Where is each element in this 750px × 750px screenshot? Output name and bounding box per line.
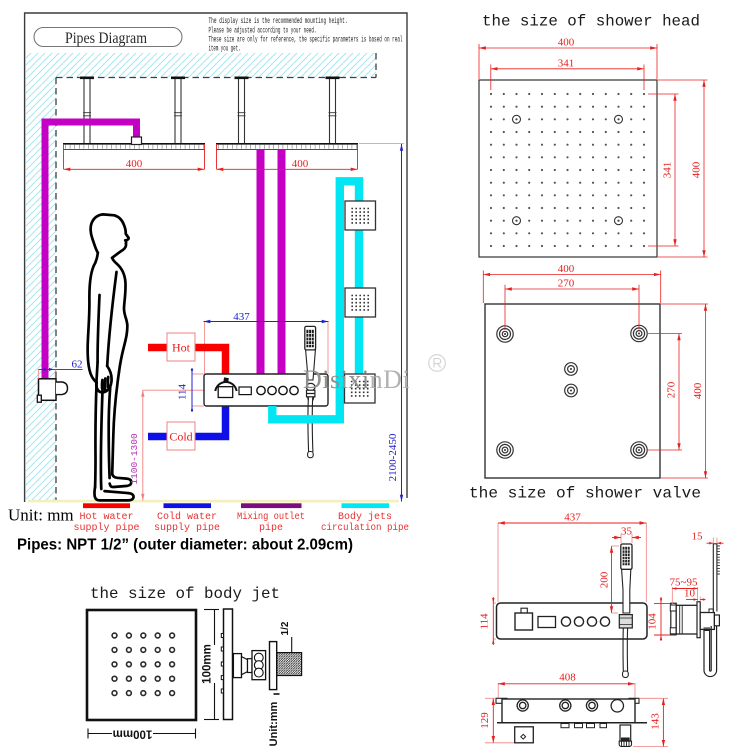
svg-text:35: 35 (621, 526, 633, 538)
svg-text:143: 143 (650, 713, 662, 730)
svg-text:114: 114 (177, 383, 189, 400)
svg-text:the size of body jet: the size of body jet (90, 585, 280, 603)
svg-text:400: 400 (692, 382, 704, 399)
svg-text:114: 114 (479, 613, 491, 630)
svg-text:supply pipe: supply pipe (154, 522, 220, 534)
svg-text:100mm: 100mm (113, 728, 153, 740)
svg-text:the size of shower head: the size of shower head (482, 13, 700, 31)
svg-text:1/2: 1/2 (280, 621, 291, 635)
svg-text:DisixinDi: DisixinDi (303, 365, 410, 394)
svg-text:400: 400 (126, 158, 143, 170)
svg-text:supply pipe: supply pipe (73, 522, 139, 534)
svg-text:circulation pipe: circulation pipe (321, 522, 409, 534)
svg-text:341: 341 (662, 162, 674, 179)
svg-text:Hot: Hot (172, 341, 191, 355)
svg-text:item you get.: item you get. (209, 43, 241, 53)
svg-text:341: 341 (558, 58, 575, 70)
svg-text:104: 104 (647, 613, 659, 630)
svg-text:Unit:mm: Unit:mm (268, 701, 280, 746)
svg-text:Body jets: Body jets (338, 511, 392, 523)
svg-text:1100-1300: 1100-1300 (129, 433, 140, 485)
svg-text:pipe: pipe (259, 522, 283, 534)
svg-text:270: 270 (558, 278, 575, 290)
svg-text:15: 15 (692, 531, 704, 543)
svg-text:437: 437 (233, 311, 250, 323)
svg-text:2100-2450: 2100-2450 (387, 433, 399, 481)
svg-text:Unit: mm: Unit: mm (8, 506, 74, 525)
svg-text:400: 400 (691, 161, 703, 178)
svg-text:408: 408 (559, 672, 576, 684)
svg-text:200: 200 (599, 571, 611, 588)
svg-text:Please be adjusted according t: Please be adjusted according to your nee… (209, 25, 317, 35)
svg-text:10: 10 (684, 588, 696, 600)
svg-text:Hot water: Hot water (79, 512, 133, 523)
svg-text:62: 62 (72, 358, 83, 370)
svg-text:400: 400 (558, 37, 575, 49)
svg-text:Cold water: Cold water (157, 511, 217, 523)
svg-text:Mixing outlet: Mixing outlet (237, 511, 305, 523)
svg-text:Cold: Cold (169, 430, 192, 444)
svg-text:the size of shower valve: the size of shower valve (469, 485, 701, 503)
svg-text:400: 400 (292, 158, 309, 170)
svg-text:Pipes Diagram: Pipes Diagram (65, 30, 147, 47)
svg-text:400: 400 (558, 263, 575, 275)
svg-text:75~95: 75~95 (670, 577, 698, 589)
svg-text:100mm: 100mm (202, 644, 214, 684)
svg-text:Pipes: NPT 1/2” (outer diamete: Pipes: NPT 1/2” (outer diameter: about 2… (17, 537, 353, 554)
svg-text:The display size is the recomm: The display size is the recommended moun… (209, 16, 348, 26)
svg-text:270: 270 (666, 381, 678, 398)
svg-text:129: 129 (479, 712, 491, 729)
svg-text:These size are only for refere: These size are only for reference, the s… (209, 34, 403, 44)
svg-text:437: 437 (564, 512, 581, 524)
